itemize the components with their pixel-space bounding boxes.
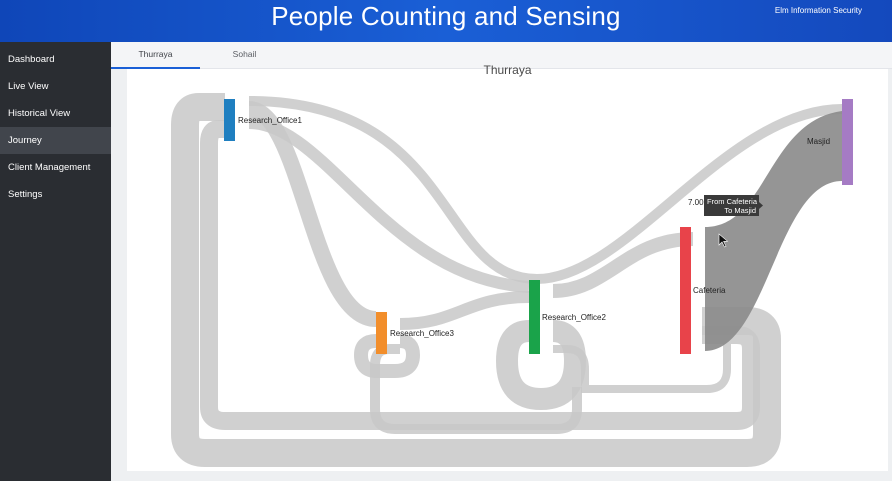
node-label-research-office1: Research_Office1: [238, 116, 302, 125]
node-label-cafeteria: Cafeteria: [693, 286, 726, 295]
tab-sohail[interactable]: Sohail: [232, 49, 257, 59]
tooltip-line-2: To Masjid: [724, 206, 756, 215]
site-tabs: Thurraya Sohail: [111, 42, 892, 69]
tooltip-line-1: From Cafeteria: [707, 197, 758, 206]
sankey-link[interactable]: [495, 320, 587, 411]
chart-title: Thurraya: [483, 63, 532, 77]
sankey-link[interactable]: [399, 291, 530, 330]
sankey-link[interactable]: [247, 101, 378, 327]
sankey-link[interactable]: [553, 344, 731, 393]
mouse-cursor-icon: [718, 233, 729, 248]
tooltip-value: 7.00: [688, 198, 704, 207]
sidebar-item-live-view[interactable]: Live View: [8, 81, 49, 92]
node-label-masjid: Masjid: [807, 137, 830, 146]
sankey-link[interactable]: [248, 96, 843, 285]
tooltip-arrow: [759, 202, 763, 209]
tab-thurraya[interactable]: Thurraya: [111, 42, 200, 69]
sidebar-item-client-management[interactable]: Client Management: [8, 162, 91, 173]
sankey-link[interactable]: [248, 117, 530, 293]
app-header: People Counting and Sensing Elm Informat…: [0, 0, 892, 42]
sidebar-item-historical-view[interactable]: Historical View: [8, 108, 71, 119]
sankey-link[interactable]: [171, 93, 781, 467]
sidebar-item-dashboard[interactable]: Dashboard: [8, 54, 55, 65]
link-tooltip: 7.00 From Cafeteria To Masjid: [688, 195, 763, 216]
tooltip-box: [704, 195, 759, 216]
node-label-research-office3: Research_Office3: [390, 329, 454, 338]
organization-name: Elm Information Security: [774, 6, 862, 15]
sankey-node-research-office3[interactable]: [376, 312, 387, 354]
sankey-node-cafeteria[interactable]: [680, 227, 691, 354]
sidebar-item-settings[interactable]: Settings: [8, 189, 43, 200]
sidebar-item-journey[interactable]: Journey: [0, 127, 111, 154]
sankey-node-research-office1[interactable]: [224, 99, 235, 141]
journey-chart-panel: Thurraya: [127, 63, 888, 471]
sankey-chart: Research_Office1 Research_Office3 Resear…: [171, 93, 853, 467]
sankey-node-research-office2[interactable]: [529, 280, 540, 354]
app-title: People Counting and Sensing: [271, 1, 621, 31]
sankey-node-masjid[interactable]: [842, 99, 853, 185]
sidebar: Dashboard Live View Historical View Jour…: [0, 42, 111, 481]
sankey-link-highlighted[interactable]: [705, 111, 842, 351]
node-label-research-office2: Research_Office2: [542, 313, 606, 322]
sankey-link[interactable]: [353, 334, 421, 378]
sankey-link[interactable]: [552, 232, 694, 298]
sankey-link[interactable]: [200, 120, 760, 430]
main-content: Thurraya: [111, 63, 892, 481]
